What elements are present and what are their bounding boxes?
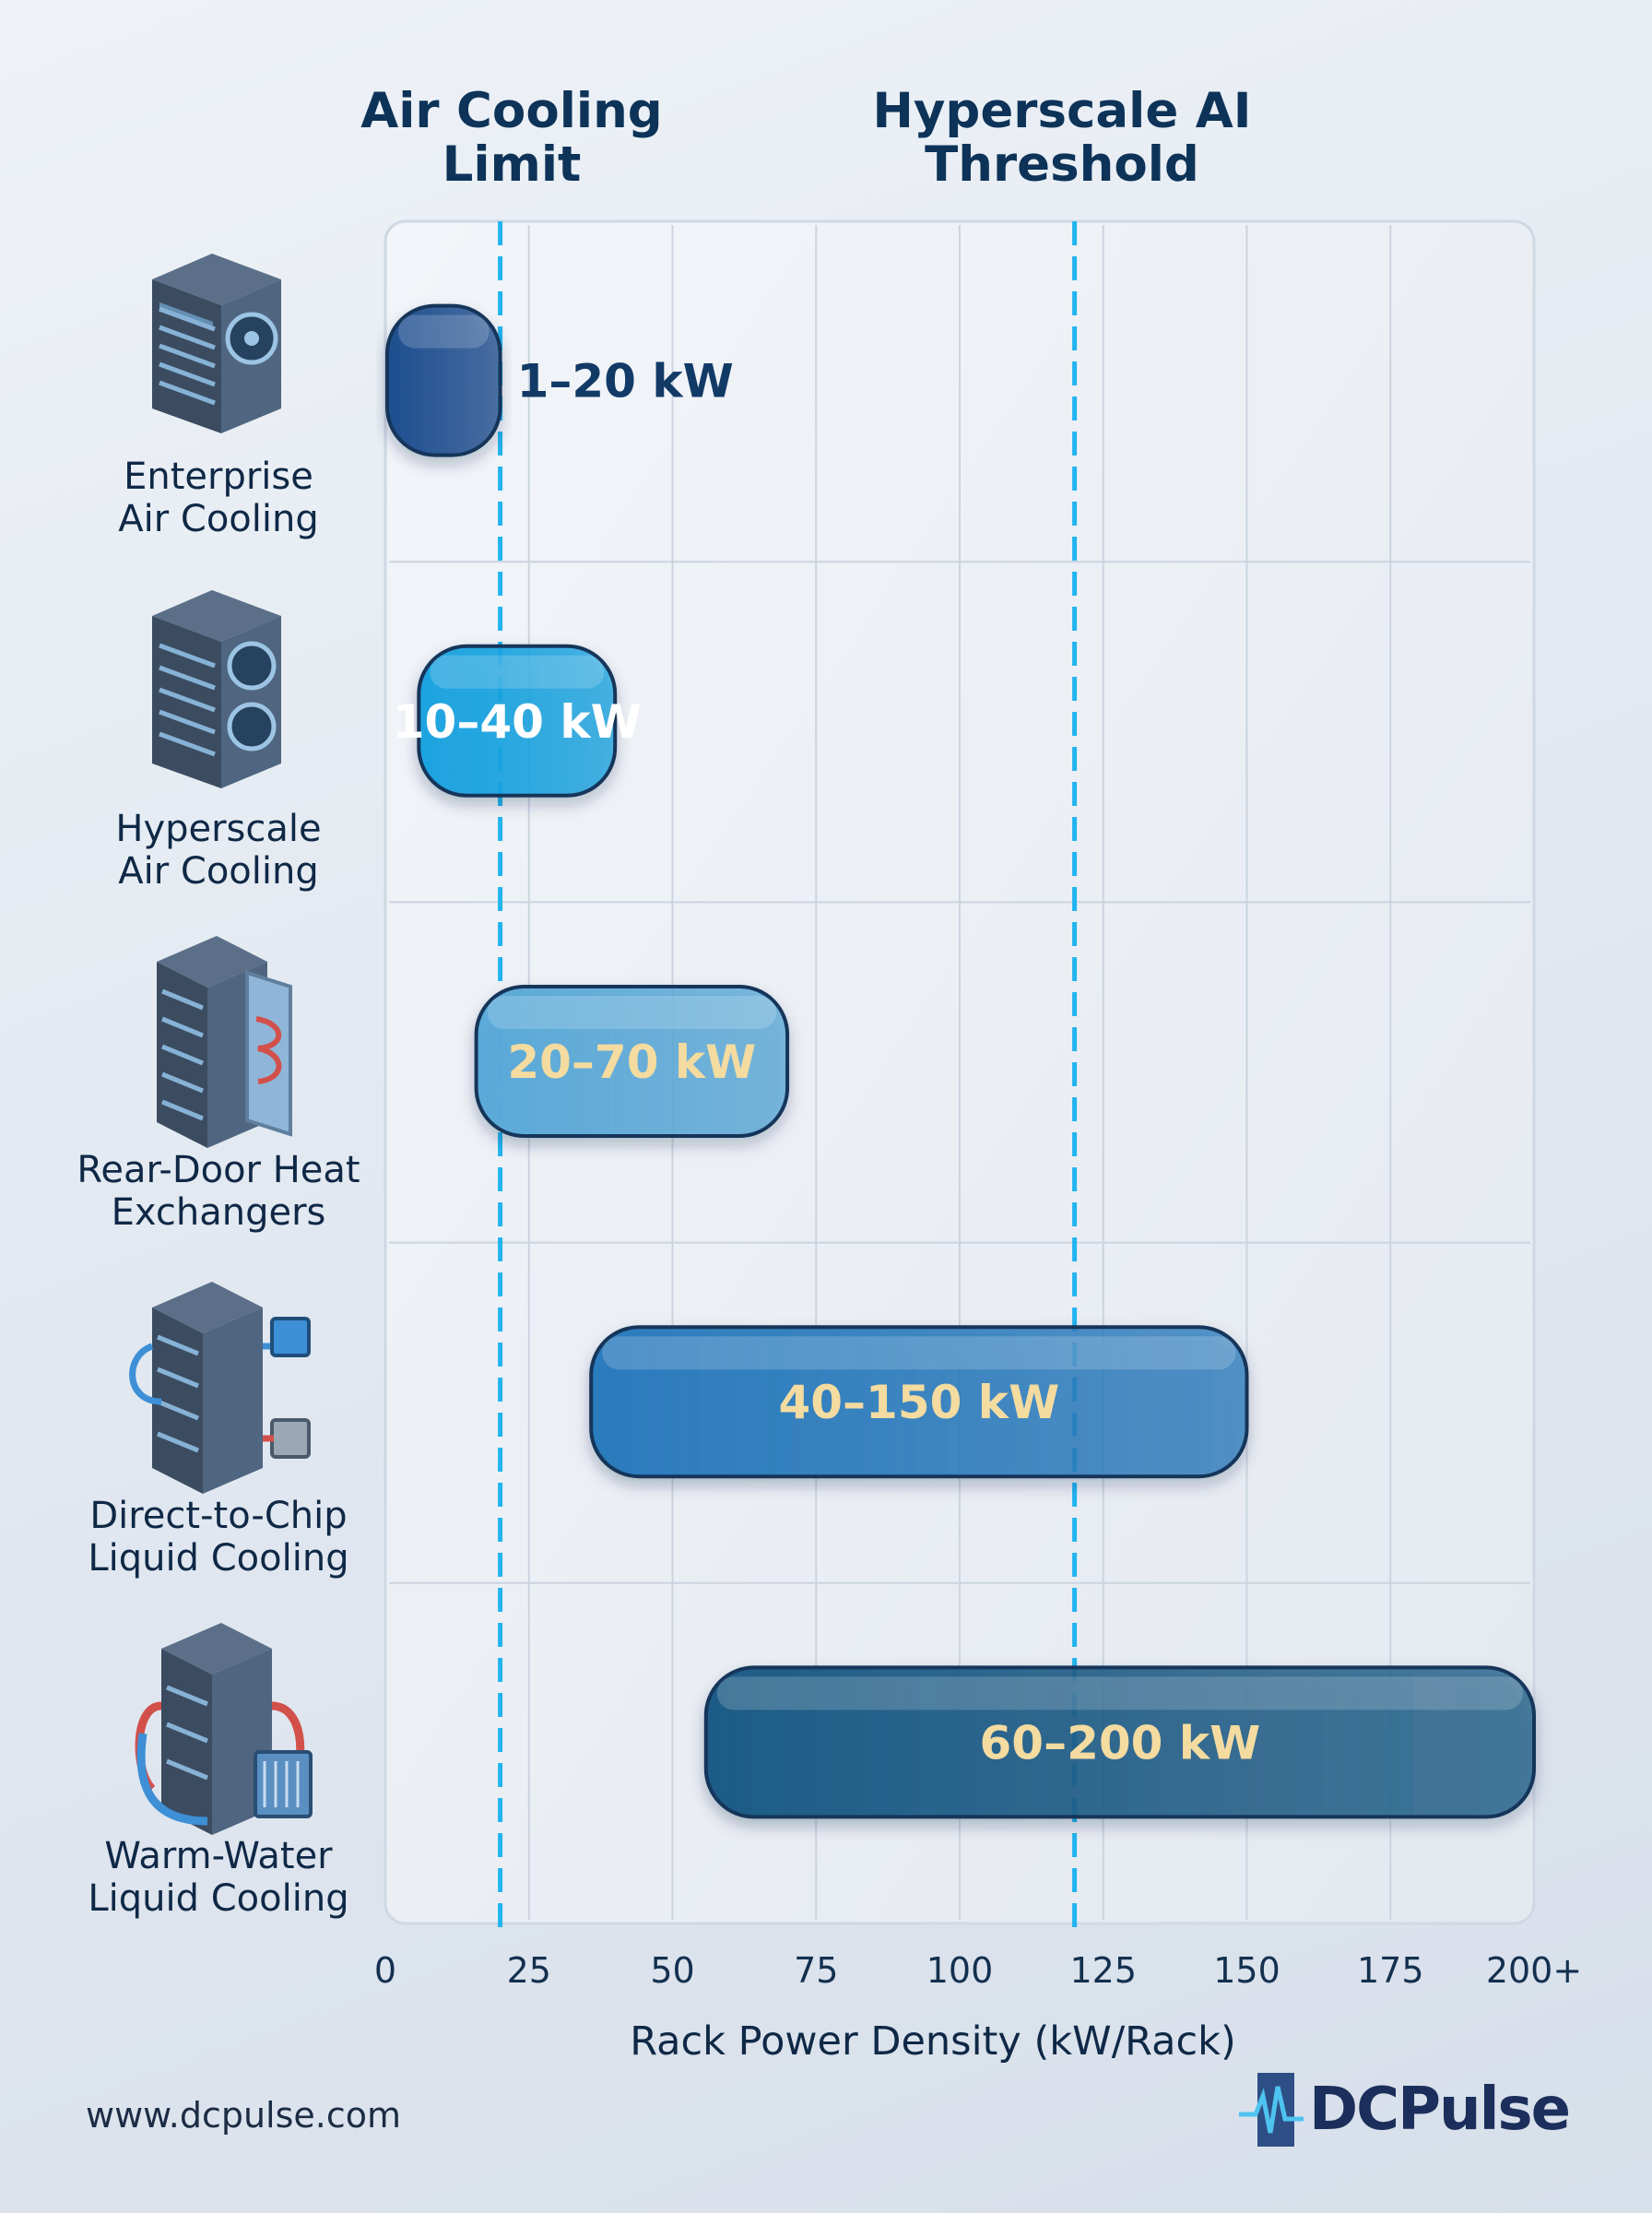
threshold-label-line: Hyperscale AI xyxy=(873,83,1252,139)
x-tick-label: 100 xyxy=(926,1950,994,1991)
range-bar-label: 10–40 kW xyxy=(393,695,642,749)
range-bar-body xyxy=(703,1665,1536,1819)
range-bar: 20–70 kW xyxy=(474,985,790,1138)
category-label-line: Enterprise xyxy=(124,456,313,498)
direct-to-chip-server-icon xyxy=(129,1282,311,1494)
range-bar-highlight xyxy=(602,1336,1236,1370)
threshold-label-line: Threshold xyxy=(925,136,1199,193)
category-label-line: Warm-Water xyxy=(104,1835,333,1877)
range-bar-highlight xyxy=(716,1676,1523,1710)
brand-logo: DCPulse xyxy=(1239,2068,1571,2151)
range-bar: 1–20 kW xyxy=(385,303,734,457)
range-bar-body xyxy=(385,303,502,457)
footer-url[interactable]: www.dcpulse.com xyxy=(86,2095,402,2136)
dual-fan-server-icon xyxy=(152,590,281,788)
range-bar: 40–150 kW xyxy=(589,1325,1249,1479)
warm-water-loop-server-icon xyxy=(135,1623,313,1835)
range-bar-label: 60–200 kW xyxy=(980,1716,1261,1769)
range-bar-label: 1–20 kW xyxy=(517,355,734,408)
range-bar-label: 40–150 kW xyxy=(778,1376,1059,1429)
category-label-line: Liquid Cooling xyxy=(88,1877,348,1920)
range-bar-highlight xyxy=(398,314,490,349)
pulse-logo-icon xyxy=(1239,2073,1304,2147)
range-bar-body xyxy=(417,644,618,798)
range-bar-body xyxy=(474,985,790,1138)
category-label-line: Direct-to-Chip xyxy=(89,1495,347,1537)
range-bars: 1–20 kW 10–40 kW 20–70 kW 40–150 kW 60–200 k… xyxy=(385,303,1536,1819)
category-label-line: Air Cooling xyxy=(118,498,318,540)
category-label-line: Rear-Door Heat xyxy=(77,1149,360,1191)
x-axis-title: Rack Power Density (kW/Rack) xyxy=(630,2018,1236,2065)
x-tick-label: 125 xyxy=(1069,1950,1137,1991)
x-tick-label: 200+ xyxy=(1486,1950,1582,1991)
category-label-line: Exchangers xyxy=(112,1191,326,1234)
x-axis: 0 25 50 75 100 125 150 175 200+ Rack Power Densit… xyxy=(374,1950,1582,2065)
x-tick-label: 50 xyxy=(650,1950,694,1991)
range-bar-highlight xyxy=(430,655,605,689)
category-label-line: Hyperscale xyxy=(115,808,321,850)
category-label-line: Liquid Cooling xyxy=(88,1537,348,1580)
x-tick-label: 150 xyxy=(1213,1950,1280,1991)
x-tick-label: 0 xyxy=(374,1950,396,1991)
rear-door-heat-exchanger-icon xyxy=(157,936,292,1148)
range-bar-label: 20–70 kW xyxy=(507,1035,756,1089)
range-bar-highlight xyxy=(487,996,777,1029)
x-tick-label: 25 xyxy=(507,1950,551,1991)
category-label-line: Air Cooling xyxy=(118,850,318,893)
threshold-label-line: Air Cooling xyxy=(360,83,663,139)
range-bar-body xyxy=(589,1325,1249,1479)
air-cooled-server-icon xyxy=(152,254,281,433)
range-bar: 10–40 kW xyxy=(393,644,642,798)
brand-name: DCPulse xyxy=(1309,2076,1571,2144)
threshold-label-line: Limit xyxy=(442,136,582,193)
range-bar: 60–200 kW xyxy=(703,1665,1536,1819)
x-tick-label: 175 xyxy=(1357,1950,1424,1991)
x-tick-label: 75 xyxy=(794,1950,838,1991)
